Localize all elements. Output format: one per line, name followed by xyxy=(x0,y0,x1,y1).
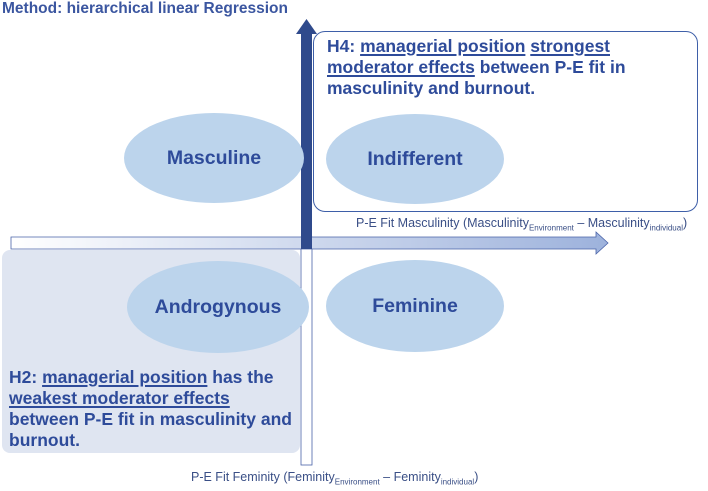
y-axis-label-suffix: ) xyxy=(474,470,479,484)
x-axis-label-suffix: ) xyxy=(682,216,688,230)
x-axis-label: P-E Fit Masculinity (MasculinityEnvironm… xyxy=(356,216,687,233)
y-axis-label-middle: – Feminity xyxy=(379,470,441,484)
h2-rest: between P-E fit in masculinity and burno… xyxy=(9,409,292,450)
y-axis-label-sub-individual: individual xyxy=(440,477,475,487)
h2-label: H2: xyxy=(9,367,38,387)
x-axis-label-prefix: P-E Fit Masculinity (Masculinity xyxy=(356,216,529,230)
h4-underline-effects: strongest moderator effects xyxy=(327,36,610,77)
h4-hypothesis: H4: managerial position strongest modera… xyxy=(327,36,697,99)
h2-underline-position: managerial position xyxy=(42,367,208,387)
h2-hypothesis: H2: managerial position has the weakest … xyxy=(9,367,304,451)
y-axis-upper xyxy=(301,33,312,249)
x-axis-label-sub-environment: Environment xyxy=(528,223,574,233)
x-axis-label-middle: – Masculinity xyxy=(573,216,650,230)
h4-rest: between P-E fit in masculinity and burno… xyxy=(327,57,626,98)
quadrant-androgynous: Androgynous xyxy=(127,261,309,353)
y-axis-arrowhead xyxy=(296,19,317,34)
h4-underline-position: managerial position xyxy=(360,36,526,56)
h4-panel xyxy=(313,31,698,212)
y-axis-label-sub-environment: Environment xyxy=(334,477,380,487)
h4-label: H4: xyxy=(327,36,356,56)
y-axis-label: P-E Fit Feminity (FeminityEnvironment – … xyxy=(191,470,478,487)
quadrant-feminine: Feminine xyxy=(326,260,504,352)
y-axis-label-prefix: P-E Fit Feminity (Feminity xyxy=(191,470,335,484)
quadrant-indifferent: Indifferent xyxy=(326,114,504,204)
x-axis-label-sub-individual: individual xyxy=(649,223,683,233)
diagram-title: Method: hierarchical linear Regression xyxy=(2,0,288,17)
h2-mid: has the xyxy=(207,367,274,387)
quadrant-masculine: Masculine xyxy=(124,113,304,203)
h2-underline-effects: weakest moderator effects xyxy=(9,388,230,408)
